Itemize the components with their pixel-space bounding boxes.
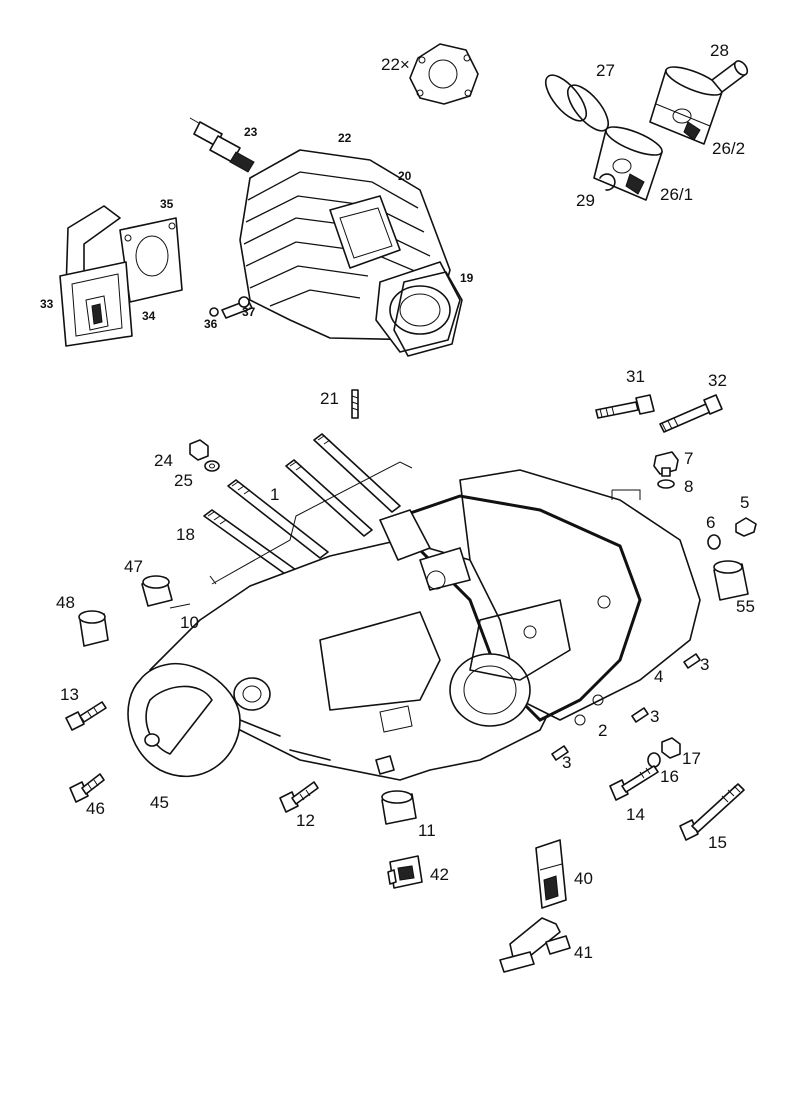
bush-part-11 <box>381 790 417 825</box>
screw-part-46 <box>69 773 105 803</box>
crankcase-right-part-4 <box>379 469 701 727</box>
callout-36: 36 <box>204 317 218 331</box>
callout-2: 2 <box>598 721 608 740</box>
callout-34: 34 <box>142 309 156 323</box>
callout-28: 28 <box>710 41 729 60</box>
stud-part-36-37 <box>209 296 253 319</box>
cylinder-part-20 <box>239 149 461 353</box>
callout-21: 21 <box>320 389 339 408</box>
washer-part-6 <box>707 534 721 550</box>
callout-33: 33 <box>40 297 54 311</box>
spring-plate-part-41 <box>499 917 571 973</box>
bearing-part-55 <box>713 560 749 601</box>
reed-valve-part-33-34 <box>59 261 133 347</box>
screw-part-13 <box>65 701 107 731</box>
studs-part-18 <box>203 433 401 577</box>
stud-part-21 <box>351 389 359 419</box>
callout-32: 32 <box>708 371 727 390</box>
bracket-part-42 <box>387 855 423 889</box>
callout-47: 47 <box>124 557 143 576</box>
bearing-part-48 <box>78 610 109 647</box>
bush-part-47 <box>141 575 173 607</box>
callout-45: 45 <box>150 793 169 812</box>
callout-8: 8 <box>684 477 694 496</box>
nut-part-17 <box>661 737 681 759</box>
callout-42: 42 <box>430 865 449 884</box>
callout-22x: 22× <box>381 55 410 74</box>
callout-37: 37 <box>242 305 256 319</box>
bolt-part-15 <box>679 783 745 841</box>
piston-part-26-2 <box>649 66 723 145</box>
callout-40: 40 <box>574 869 593 888</box>
callout-46: 46 <box>86 799 105 818</box>
callout-10: 10 <box>180 613 199 632</box>
clip-part-40 <box>535 839 567 909</box>
circlip-part-29 <box>599 173 616 191</box>
callout-26-1: 26/1 <box>660 185 694 204</box>
callout-15: 15 <box>708 833 727 852</box>
nut-part-24 <box>189 439 209 461</box>
callout-13: 13 <box>60 685 79 704</box>
callout-11: 11 <box>418 821 436 840</box>
crankcase-left-part-10 <box>127 539 561 781</box>
callout-26-2: 26/2 <box>712 139 746 158</box>
callout-41: 41 <box>574 943 593 962</box>
callout-3b: 3 <box>650 707 660 726</box>
callout-55: 55 <box>736 597 755 616</box>
callout-48: 48 <box>56 593 75 612</box>
screw-part-12 <box>279 781 319 813</box>
washer-part-8 <box>657 479 675 489</box>
callout-31: 31 <box>626 367 645 386</box>
callout-25: 25 <box>174 471 193 490</box>
intake-manifold-part-35 <box>65 205 183 303</box>
callout-18: 18 <box>176 525 195 544</box>
callout-20: 20 <box>398 169 412 183</box>
callout-4: 4 <box>654 667 664 686</box>
piston-pin-part-28 <box>711 60 749 93</box>
callout-16: 16 <box>660 767 679 786</box>
callout-12: 12 <box>296 811 315 830</box>
spark-plug-part-23 <box>189 117 255 173</box>
callout-19: 19 <box>460 271 474 285</box>
leader-lines <box>169 461 641 609</box>
callout-1: 1 <box>270 485 280 504</box>
callout-7: 7 <box>684 449 694 468</box>
callout-23: 23 <box>244 125 258 139</box>
exhaust-gasket-part-19 <box>393 271 463 357</box>
callout-29: 29 <box>576 191 595 210</box>
bolt-part-32 <box>659 394 723 433</box>
dowel-pins-part-3 <box>551 653 701 761</box>
bolt-part-14 <box>609 765 659 801</box>
bolt-part-31 <box>595 394 655 419</box>
callout-5: 5 <box>740 493 750 512</box>
callout-3a: 3 <box>700 655 710 674</box>
drain-plug-part-7 <box>653 451 679 477</box>
cylinder-gasket-part-22 <box>409 43 479 105</box>
piston-part-26-1 <box>593 126 663 201</box>
callout-27: 27 <box>596 61 615 80</box>
callout-3c: 3 <box>562 753 572 772</box>
screw-part-5 <box>735 517 757 537</box>
callout-22: 22 <box>338 131 352 145</box>
callout-35: 35 <box>160 197 174 211</box>
callout-24: 24 <box>154 451 173 470</box>
callout-6: 6 <box>706 513 716 532</box>
callout-14: 14 <box>626 805 645 824</box>
washer-part-16 <box>647 752 661 768</box>
callout-17: 17 <box>682 749 701 768</box>
washer-part-25 <box>204 460 220 472</box>
